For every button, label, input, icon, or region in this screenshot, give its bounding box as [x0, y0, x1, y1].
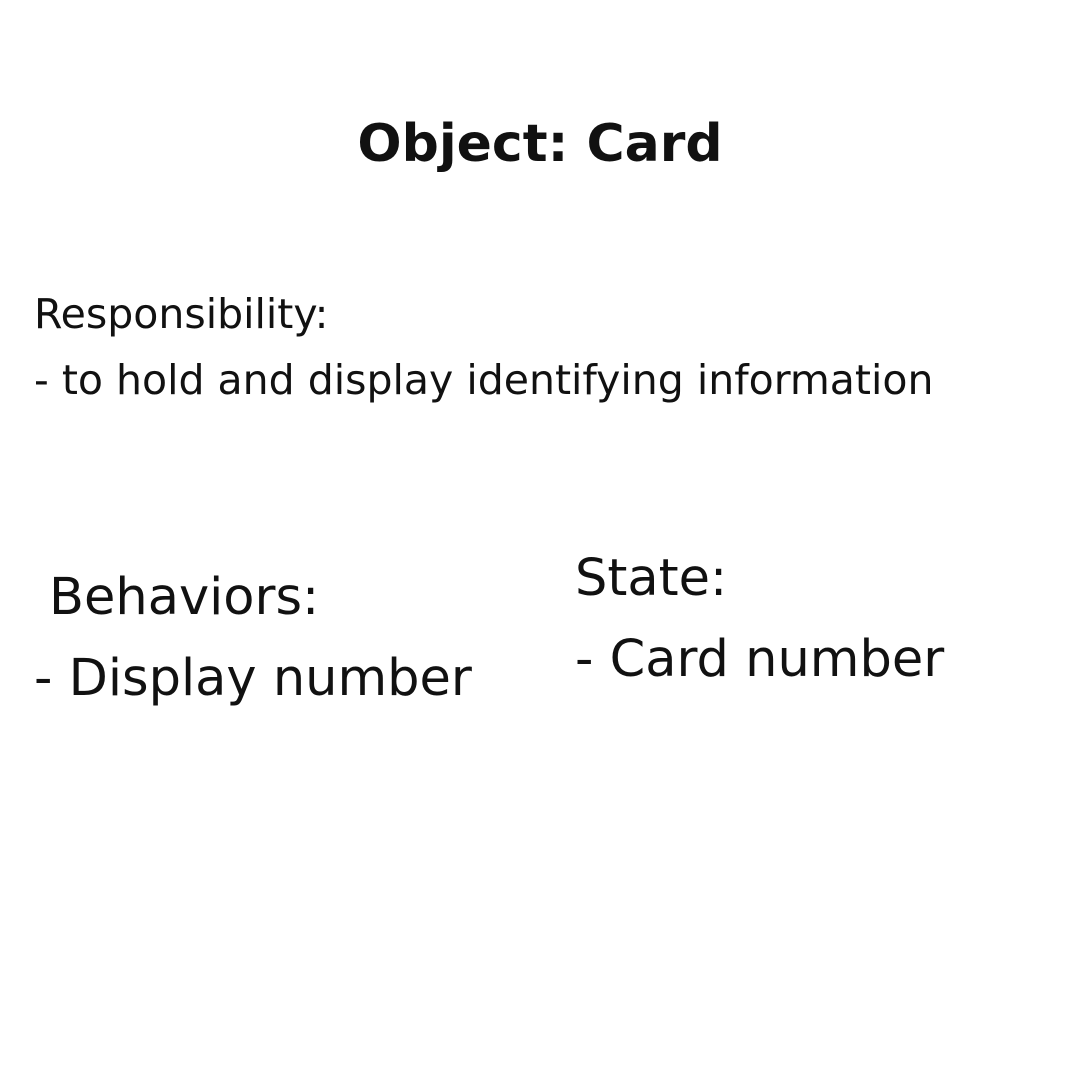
- responsibility-item: - to hold and display identifying inform…: [34, 356, 934, 404]
- card-title: Object: Card: [357, 114, 723, 174]
- state-heading: State:: [575, 549, 728, 608]
- behaviors-heading: Behaviors:: [49, 568, 320, 627]
- state-item: - Card number: [575, 630, 945, 689]
- responsibility-heading: Responsibility:: [34, 290, 329, 338]
- behaviors-item: - Display number: [34, 649, 472, 708]
